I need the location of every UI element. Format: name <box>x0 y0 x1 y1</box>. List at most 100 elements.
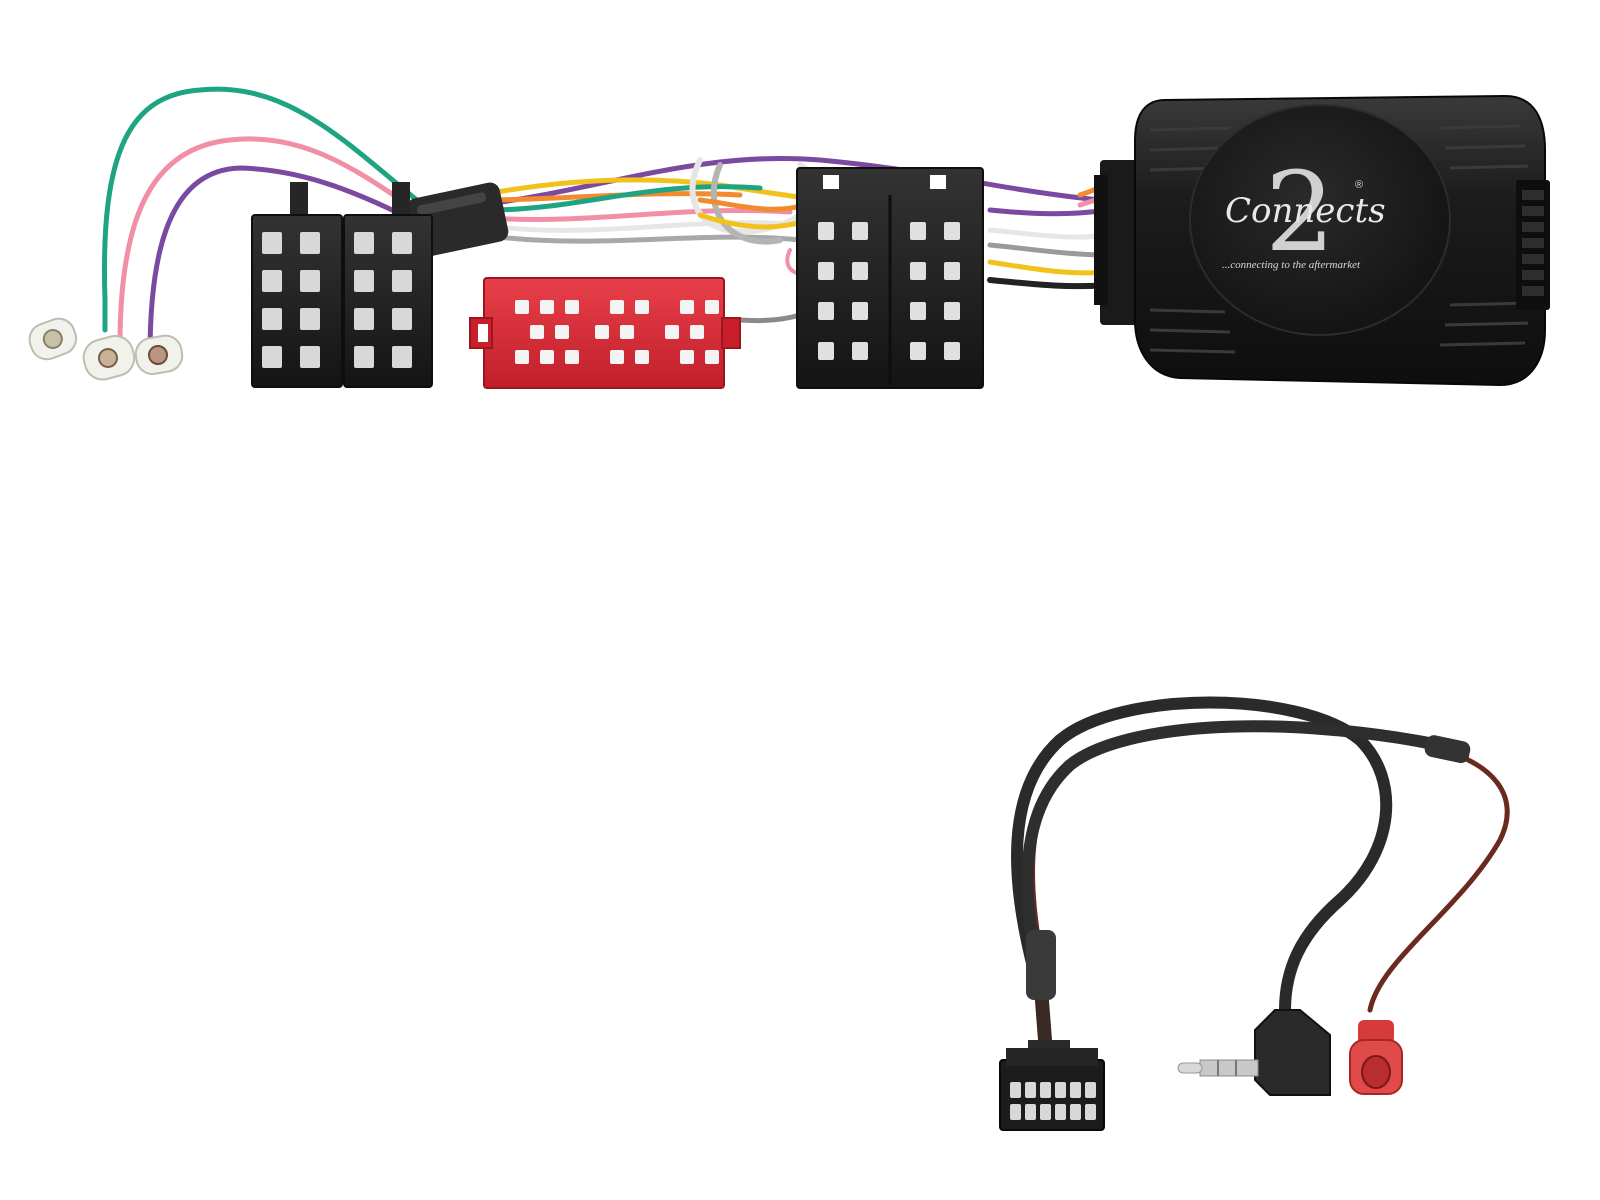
wire-orange-loop <box>697 197 808 212</box>
plug-pin <box>1085 1104 1096 1120</box>
iso-pin <box>300 232 320 254</box>
iso-pin <box>852 262 868 280</box>
red-pin <box>565 300 579 314</box>
logo-numeral: 2 <box>1265 148 1335 276</box>
red-pin <box>680 300 694 314</box>
logo-tagline: ...connecting to the aftermarket <box>1222 259 1361 271</box>
red-pin <box>610 350 624 364</box>
iso-pin <box>392 346 412 368</box>
wire-green <box>101 86 458 333</box>
plug-pin <box>1055 1082 1066 1098</box>
plug-pin <box>1070 1082 1081 1098</box>
module-ridges <box>1149 124 1531 354</box>
bullet-connector-2 <box>82 334 136 381</box>
red-pin <box>540 300 554 314</box>
iso-pin <box>910 302 926 320</box>
wire-purple <box>147 165 448 358</box>
iso-pin <box>852 222 868 240</box>
wire-grey-r <box>987 242 1113 258</box>
red-pin <box>620 325 634 339</box>
stereo-jack <box>1177 1009 1331 1096</box>
cable-brown <box>1030 725 1510 1013</box>
iso-pin <box>262 308 282 330</box>
iso-pin <box>852 302 868 320</box>
plug-pin <box>1025 1082 1036 1098</box>
wire-pink-main <box>487 208 793 222</box>
red-connector-pins <box>515 300 719 364</box>
red-pin <box>565 350 579 364</box>
red-pin <box>610 300 624 314</box>
iso-pin <box>944 222 960 240</box>
wire-green-main <box>487 184 763 213</box>
red-pin <box>515 300 529 314</box>
iso-pin <box>818 302 834 320</box>
iso-pin <box>944 342 960 360</box>
red-multi-pin-connector <box>469 277 741 389</box>
lead-shrink-1 <box>1026 930 1056 1000</box>
iso-pin <box>354 232 374 254</box>
iso-pin <box>852 342 868 360</box>
wire-grey-red <box>737 312 803 323</box>
iso-pin <box>262 232 282 254</box>
plug-pins <box>1010 1082 1096 1120</box>
iso-connector-left-a <box>251 214 343 388</box>
bullet-connectors <box>28 317 184 381</box>
lower-multi-pin-plug <box>999 1040 1105 1131</box>
iso-pin <box>944 302 960 320</box>
iso-pin <box>818 262 834 280</box>
plug-pin <box>1010 1104 1021 1120</box>
iso-pins-right <box>818 222 960 360</box>
iso-pin <box>354 308 374 330</box>
iso-pin <box>354 346 374 368</box>
lead-shrink-2 <box>1424 735 1471 764</box>
bullet-connector-1 <box>28 317 78 361</box>
red-pin <box>680 350 694 364</box>
wire-purple-r <box>987 207 1113 217</box>
red-pin <box>595 325 609 339</box>
cable-black-loop <box>1011 696 1393 1016</box>
logo-registered: ® <box>1355 179 1363 191</box>
wire-black-r <box>987 277 1113 290</box>
red-pin <box>635 350 649 364</box>
cable-black-sheath <box>1021 720 1446 981</box>
wire-white-r <box>987 227 1113 240</box>
iso-pin <box>262 270 282 292</box>
red-pin <box>515 350 529 364</box>
iso-connector-right <box>796 167 984 389</box>
iso-connector-left-b <box>343 214 433 388</box>
bullet-connector-3 <box>134 334 184 376</box>
wire-pink <box>117 136 453 348</box>
red-pin <box>705 350 719 364</box>
iso-pins-left <box>262 232 412 368</box>
red-pin <box>540 350 554 364</box>
wire-yellow-r <box>987 259 1113 276</box>
red-pin <box>530 325 544 339</box>
red-pin <box>635 300 649 314</box>
iso-pin <box>910 222 926 240</box>
iso-connector-left-pair <box>251 182 433 388</box>
plug-pin <box>1055 1104 1066 1120</box>
iso-pin <box>300 308 320 330</box>
red-pin <box>690 325 704 339</box>
red-bullet-connector <box>1349 1020 1403 1095</box>
logo-script: Connects <box>1225 191 1386 231</box>
wire-purple-main <box>477 155 1103 208</box>
plug-pin <box>1010 1082 1021 1098</box>
iso-pin <box>910 342 926 360</box>
iso-pin <box>392 308 412 330</box>
plug-pin <box>1040 1104 1051 1120</box>
red-pin <box>705 300 719 314</box>
red-pin <box>665 325 679 339</box>
iso-pin <box>300 346 320 368</box>
red-pin <box>555 325 569 339</box>
iso-pin <box>392 232 412 254</box>
iso-pin <box>300 270 320 292</box>
plug-pin <box>1085 1082 1096 1098</box>
iso-pin <box>354 270 374 292</box>
plug-pin <box>1025 1104 1036 1120</box>
iso-pin <box>262 346 282 368</box>
iso-pin <box>944 262 960 280</box>
control-module: 2 Connects ® ...connecting to the afterm… <box>1094 94 1550 387</box>
iso-pin <box>392 270 412 292</box>
